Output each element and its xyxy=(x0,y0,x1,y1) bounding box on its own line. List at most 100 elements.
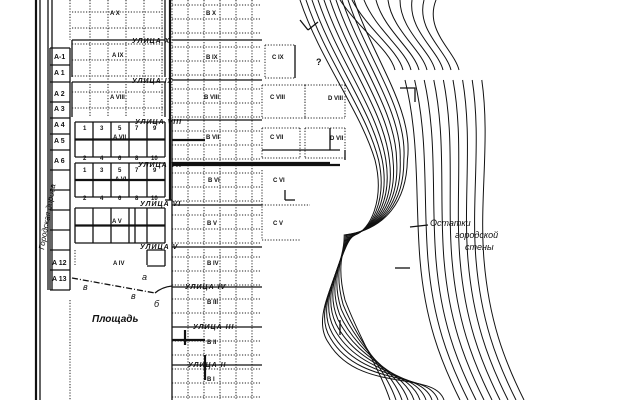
house-number: 5 xyxy=(118,126,122,132)
block-label: A IX xyxy=(112,53,123,59)
block-label: A VII xyxy=(113,135,126,141)
plot-label: A 1 xyxy=(54,70,65,77)
street-viii-label: УЛИЦА VIII xyxy=(135,119,182,126)
contour-line xyxy=(422,0,452,71)
contour-line xyxy=(433,79,485,400)
city-wall-annotation: Остатки городской стены xyxy=(409,218,498,252)
contour-line xyxy=(481,79,525,400)
square-area: а в в б Площадь xyxy=(71,272,173,325)
block-label: C V xyxy=(273,221,283,227)
street-labels: УЛИЦА X УЛИЦА IX УЛИЦА VIII УЛИЦА VII УЛ… xyxy=(132,38,234,369)
house-number: 1 xyxy=(83,168,87,174)
contour-line xyxy=(339,0,396,71)
plot-label: A 2 xyxy=(54,91,65,98)
a-plot-labels: A-1 A 1 A 2 A 3 A 4 A 5 A 6 A 12 A 13 xyxy=(52,54,67,283)
block-label: A VIII xyxy=(110,95,125,101)
block-label: B IX xyxy=(206,55,218,61)
block-grid xyxy=(49,0,346,400)
plot-label: A 5 xyxy=(54,138,65,145)
point-v: в xyxy=(83,282,88,292)
house-number: 1 xyxy=(83,126,87,132)
contour-line xyxy=(442,79,493,400)
plot-label: A-1 xyxy=(54,54,65,61)
house-number: 10 xyxy=(151,156,158,162)
house-number: 4 xyxy=(100,156,104,162)
house-number: 3 xyxy=(100,168,104,174)
contour-line xyxy=(323,0,415,400)
question-mark: ? xyxy=(316,57,322,67)
house-number: 2 xyxy=(83,156,87,162)
block-label: C IX xyxy=(272,55,284,61)
block-label: A X xyxy=(110,11,120,17)
block-label: B IV xyxy=(207,261,219,267)
contour-line xyxy=(322,0,445,400)
block-label: A VI xyxy=(115,177,127,183)
contour-line xyxy=(471,79,517,400)
house-number: 6 xyxy=(118,196,122,202)
wall-label: городской xyxy=(455,230,498,240)
street-ii-label: УЛИЦА II xyxy=(188,362,227,369)
block-label: A IV xyxy=(113,261,124,267)
street-iv-label: УЛИЦА IV xyxy=(185,284,227,291)
house-number: 4 xyxy=(100,196,104,202)
plot-label: A 13 xyxy=(52,276,67,283)
wall-label: стены xyxy=(465,242,494,252)
plot-label: A 6 xyxy=(54,158,65,165)
block-label: B II xyxy=(207,340,217,346)
plot-label: A 3 xyxy=(54,106,65,113)
wall-remnant xyxy=(400,87,416,102)
contour-line xyxy=(411,0,444,71)
block-labels: A X A IX A VIII A VII A VI A V A IV B X … xyxy=(110,11,344,383)
contour-line xyxy=(404,79,461,400)
street-v-label: УЛИЦА V xyxy=(140,244,179,251)
street-x-label: УЛИЦА X xyxy=(132,38,171,45)
house-numbers: 1 3 5 7 9 2 4 6 8 10 1 3 5 7 9 2 4 6 8 1… xyxy=(83,126,158,202)
house-number: 9 xyxy=(153,168,157,174)
contour-line xyxy=(414,79,469,400)
plan-line xyxy=(299,19,309,31)
street-iii-label: УЛИЦА III xyxy=(193,324,234,331)
house-number: 9 xyxy=(153,126,157,132)
block-label: B III xyxy=(207,300,218,306)
block-label: C VIII xyxy=(270,95,285,101)
house-number: 8 xyxy=(135,196,139,202)
block-label: D VIII xyxy=(328,96,343,102)
block-label: C VI xyxy=(273,178,285,184)
contour-line xyxy=(351,0,404,71)
house-number: 10 xyxy=(151,196,158,202)
street-ix-label: УЛИЦА IX xyxy=(132,78,174,85)
block-label: B I xyxy=(207,377,215,383)
block-label: C VII xyxy=(270,135,284,141)
street-vi-label: УЛИЦА VI xyxy=(140,201,181,208)
block-label: B V xyxy=(207,221,217,227)
plot-label: A 12 xyxy=(52,260,67,267)
plan-line xyxy=(307,21,319,31)
house-number: 6 xyxy=(118,156,122,162)
street-vii-label: УЛИЦА VII xyxy=(138,162,182,169)
house-number: 7 xyxy=(135,168,139,174)
contour-line xyxy=(375,0,420,71)
contour-line xyxy=(462,79,509,400)
block-label: B X xyxy=(206,11,216,17)
square-label: Площадь xyxy=(92,314,138,325)
house-number: 5 xyxy=(118,168,122,174)
block-label: A V xyxy=(112,219,122,225)
plot-label: A 4 xyxy=(54,122,65,129)
contour-line xyxy=(299,0,391,400)
block-label: D VII xyxy=(330,136,344,142)
contour-line xyxy=(432,0,460,71)
block-label: B VII xyxy=(206,135,220,141)
contour-line xyxy=(423,79,477,400)
wall-label: Остатки xyxy=(430,218,471,228)
house-number: 3 xyxy=(100,126,104,132)
point-v: в xyxy=(131,291,136,301)
block-label: B VI xyxy=(208,178,220,184)
terrain-contours xyxy=(299,0,525,400)
house-number: 8 xyxy=(135,156,139,162)
house-number: 7 xyxy=(135,126,139,132)
contour-line xyxy=(363,0,412,71)
point-b: б xyxy=(154,299,160,309)
contour-line xyxy=(399,0,436,71)
house-number: 2 xyxy=(83,196,87,202)
